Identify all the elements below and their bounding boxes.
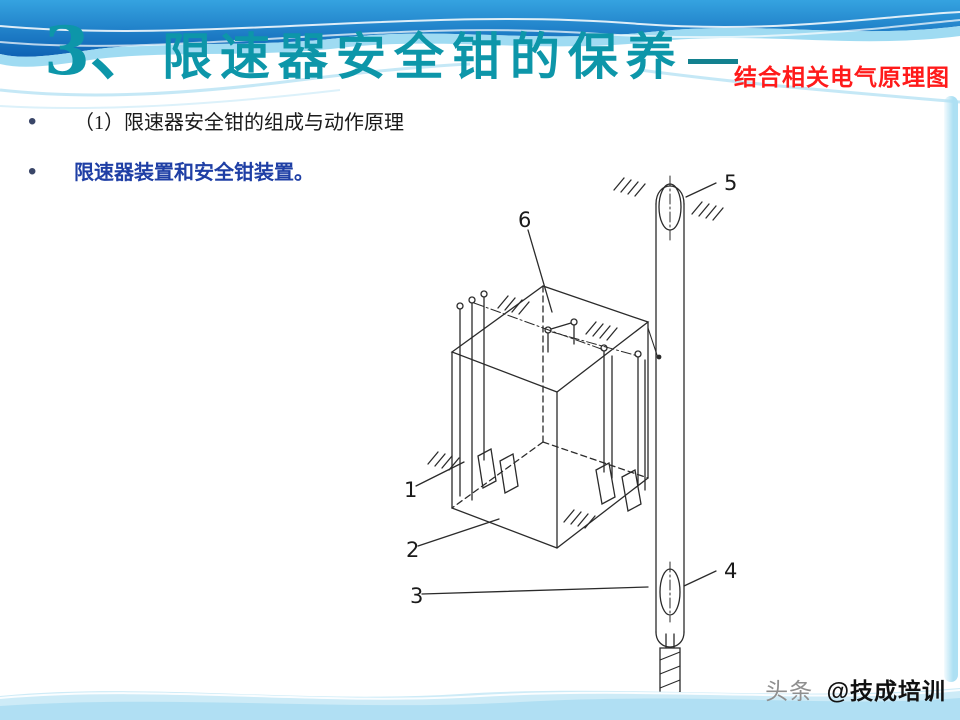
page-title: 限速器安全钳的保养 xyxy=(161,27,684,86)
diagram-label-4: 4 xyxy=(724,559,737,583)
wave-right-curve xyxy=(639,68,960,104)
header-wave-decoration xyxy=(0,0,960,110)
top-pulley xyxy=(658,183,682,231)
guide-rail xyxy=(655,175,685,648)
wave-left-curve xyxy=(0,62,471,97)
wedge-blocks xyxy=(477,447,642,512)
governor-safety-gear-diagram: 1 2 3 4 5 6 xyxy=(404,171,737,703)
right-edge-decoration xyxy=(944,96,958,682)
bullet-item-1: • （1）限速器安全钳的组成与动作原理 xyxy=(24,110,404,136)
watermark-prefix: 头条 xyxy=(765,678,814,704)
title-dash xyxy=(687,59,738,64)
watermark-handle: @技成培训 xyxy=(826,678,946,704)
rope-lines xyxy=(456,290,662,501)
diagram-label-5: 5 xyxy=(724,171,737,195)
wave-left-curve-2 xyxy=(0,89,341,110)
bullet-marker: • xyxy=(28,108,37,135)
diagram-label-1: 1 xyxy=(404,478,417,502)
leader-lines xyxy=(415,182,717,595)
bottom-wave-white-line xyxy=(0,689,960,700)
slide-number: 3、 xyxy=(44,12,156,90)
bullet-text-1: （1）限速器安全钳的组成与动作原理 xyxy=(74,112,404,134)
bottom-wave-decoration xyxy=(0,688,960,720)
diagram-label-2: 2 xyxy=(406,538,419,562)
bottom-wave-deep xyxy=(0,698,960,720)
subtitle-note: 结合相关电气原理图 xyxy=(734,64,950,91)
safety-gear-box xyxy=(450,285,650,549)
diagram-label-6: 6 xyxy=(518,208,531,232)
bullet-marker: • xyxy=(28,158,37,185)
bullet-text-2: 限速器装置和安全钳装置。 xyxy=(74,162,314,184)
watermark: 头条 @技成培训 xyxy=(765,672,946,706)
bullet-item-2: • 限速器装置和安全钳装置。 xyxy=(24,160,314,186)
wave-white-line-2 xyxy=(0,19,960,47)
wave-band xyxy=(0,0,960,57)
bottom-tension-pulley xyxy=(659,568,681,616)
wave-white-line-1 xyxy=(0,11,960,32)
title-row: 3、 限速器安全钳的保养 xyxy=(44,18,738,84)
diagram-label-3: 3 xyxy=(410,584,423,608)
